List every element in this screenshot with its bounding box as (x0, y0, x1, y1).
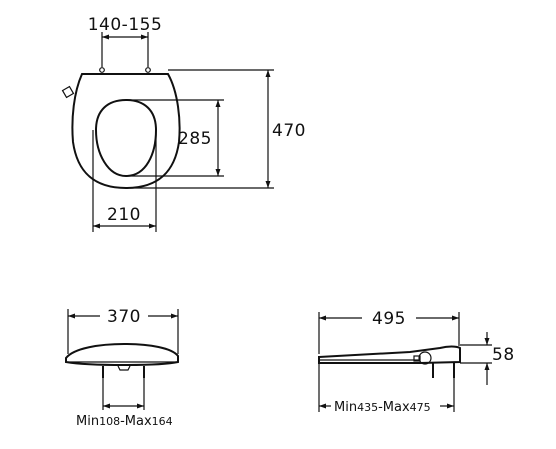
seat-front-profile (65, 342, 179, 366)
hinge-hole-left (99, 67, 105, 73)
seat-opening (94, 98, 158, 178)
dim-fixing-range-front: Min108-Max164 (76, 414, 173, 429)
dim-overall-length: 470 (272, 121, 306, 141)
side-view: 495 58 Min435-Max475 (318, 309, 515, 415)
dim-opening-length: 285 (178, 129, 212, 149)
release-button (61, 85, 75, 99)
side-fixing-min-prefix: Min (334, 400, 357, 415)
dim-height: 58 (492, 345, 515, 365)
top-view: 140-155 285 470 210 (61, 15, 306, 232)
side-fixing-min-value: 435 (357, 401, 378, 414)
dim-overall-width: 370 (107, 307, 141, 327)
front-view: 370 Min108-Max164 (65, 307, 179, 429)
dim-hinge-spacing: 140-155 (88, 15, 163, 35)
fixing-min-value: 108 (99, 415, 120, 428)
dim-overall-depth: 495 (372, 309, 406, 329)
seat-outline (71, 73, 181, 190)
seat-side-profile (318, 345, 461, 364)
dim-fixing-range-side: Min435-Max475 (334, 400, 431, 415)
hinge-hole-right (145, 67, 151, 73)
fixing-max-prefix: -Max (120, 414, 152, 429)
hinge-knob (418, 351, 432, 365)
side-fixing-max-value: 475 (410, 401, 431, 414)
dim-opening-width: 210 (107, 205, 141, 225)
side-fixing-max-prefix: -Max (378, 400, 410, 415)
fixing-max-value: 164 (152, 415, 173, 428)
fixing-min-prefix: Min (76, 414, 99, 429)
